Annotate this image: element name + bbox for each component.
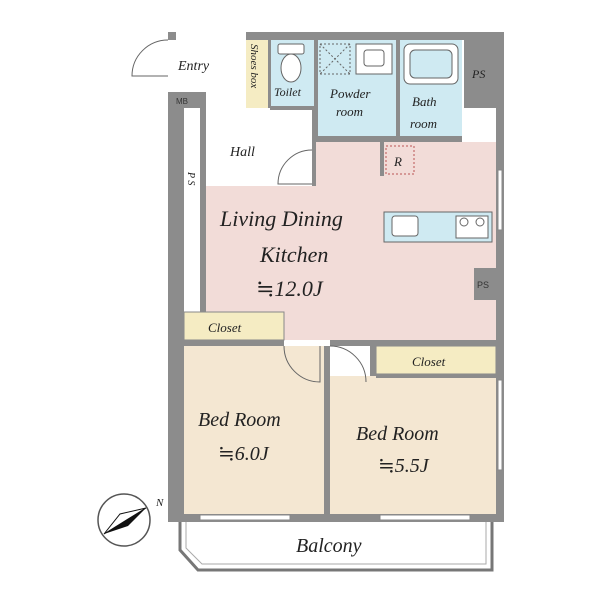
compass-icon [97, 493, 151, 547]
ldk-size-label: ≒12.0J [256, 276, 324, 301]
basin-fixture [355, 43, 393, 75]
refrigerator-space [385, 145, 415, 175]
ldk-label-line1: Living Dining [219, 206, 343, 231]
bath-room-label-1: Bath [412, 94, 437, 109]
bedroom-left-area [184, 346, 324, 514]
balcony-area [178, 522, 494, 572]
shoes-box-label: Shoes box [248, 44, 260, 88]
refrigerator-label: R [393, 154, 402, 169]
closet-right-area [375, 345, 497, 375]
bedroom-left-size: ≒6.0J [218, 443, 270, 465]
hall-area [206, 108, 314, 186]
powder-room-label-2: room [336, 104, 363, 119]
kitchen-counter [383, 211, 493, 243]
bathtub-fixture [403, 43, 459, 85]
ps-top-label: PS [471, 67, 485, 81]
bath-room-label-2: room [410, 116, 437, 131]
ldk-area [206, 142, 496, 340]
mb-label: MB [176, 97, 188, 106]
balcony-label: Balcony [296, 535, 362, 557]
ldk-label-line2: Kitchen [259, 242, 328, 267]
powder-room-label-1: Powder [329, 86, 371, 101]
bedroom-right-label: Bed Room [356, 423, 439, 445]
bedroom-right-size: ≒5.5J [378, 455, 430, 477]
closet-right-label: Closet [412, 354, 446, 369]
closet-left-label: Closet [208, 320, 242, 335]
toilet-label: Toilet [274, 85, 302, 99]
bedroom-right-area [330, 376, 496, 514]
washer-fixture [319, 43, 351, 75]
ps-right-label: PS [477, 280, 489, 290]
door-swings [131, 39, 367, 383]
compass-north-label: N [155, 497, 164, 509]
bedroom-left-label: Bed Room [198, 409, 281, 431]
walls [168, 32, 504, 522]
toilet-fixture [277, 43, 305, 83]
entry-area [168, 40, 246, 92]
windows [199, 169, 503, 521]
shoes-box-area [246, 40, 268, 108]
ps-left-label: P S [185, 171, 196, 185]
entry-label: Entry [177, 59, 210, 74]
hall-label: Hall [229, 145, 255, 160]
